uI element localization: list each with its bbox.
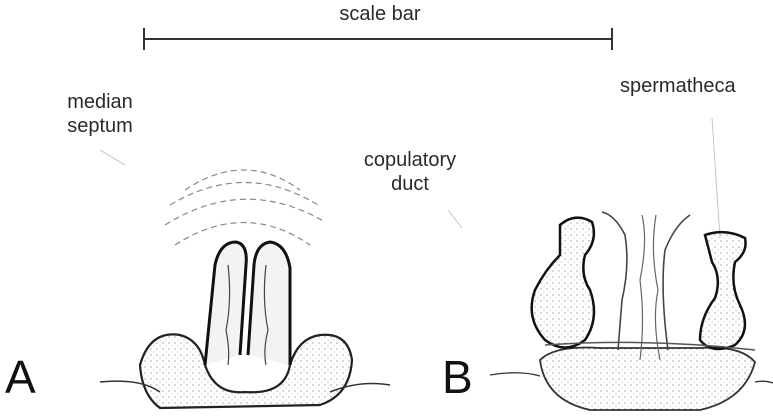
median-septum-label-line2: septum xyxy=(40,114,160,138)
median-septum-label: median septum xyxy=(40,90,160,138)
copulatory-duct-label-line1: copulatory xyxy=(340,148,480,172)
spermatheca-label: spermatheca xyxy=(620,74,736,98)
copulatory-duct-label: copulatory duct xyxy=(340,148,480,196)
vulva-dorsal-drawing xyxy=(490,212,773,410)
median-septum-label-line1: median xyxy=(40,90,160,114)
epigyne-ventral-drawing xyxy=(100,170,390,408)
panel-a-label: A xyxy=(5,354,36,400)
scale-bar-label: scale bar xyxy=(310,2,450,26)
scale-bar xyxy=(144,28,612,50)
copulatory-duct-label-line2: duct xyxy=(340,172,480,196)
panel-b-label: B xyxy=(442,354,473,400)
